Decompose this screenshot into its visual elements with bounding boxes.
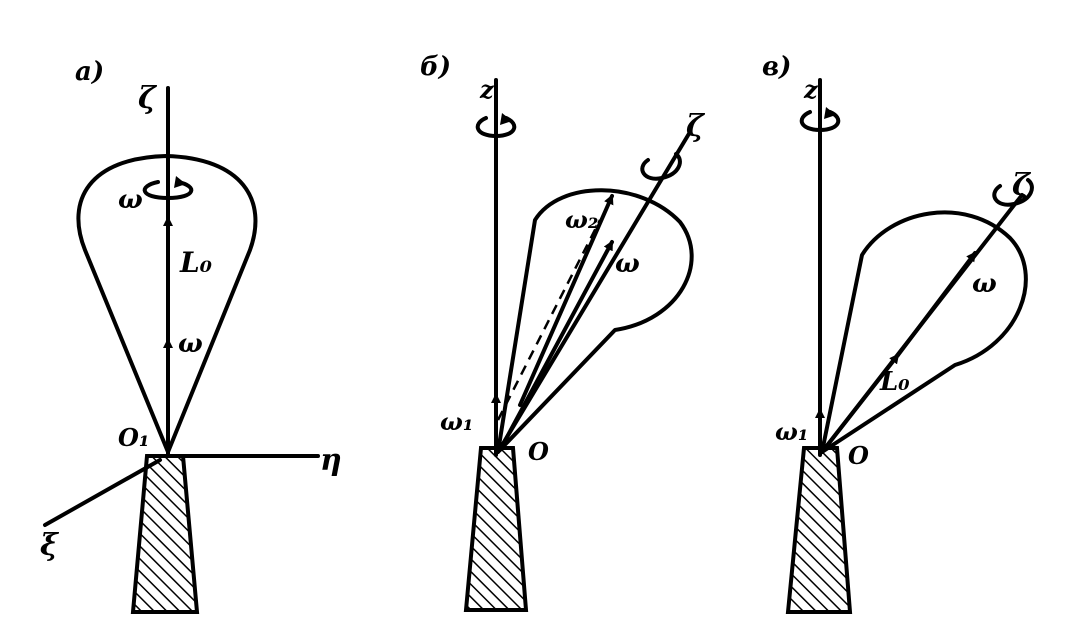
- zeta-axis-label: ζ: [1012, 168, 1032, 203]
- omega-label: ω: [972, 269, 997, 299]
- dashed-construction-line: [496, 219, 602, 421]
- omega-vector-label: ω: [178, 329, 203, 359]
- xi-axis-label: ξ: [40, 528, 60, 563]
- panel-b-label: б): [420, 52, 451, 82]
- omega1-label: ω₁: [775, 417, 808, 446]
- z-rotation-arrow-icon: [799, 110, 841, 132]
- eta-axis-label: η: [320, 443, 342, 478]
- point-O-label: O: [848, 441, 869, 470]
- gyroscope-body: [76, 154, 258, 454]
- omega-vector: [896, 251, 977, 357]
- z-rotation-arrowhead-icon: [824, 107, 836, 119]
- zeta-axis: [496, 130, 692, 454]
- zeta-axis-label: ζ: [138, 81, 158, 116]
- support-stand: [130, 454, 200, 614]
- omega2-label: ω₂: [565, 205, 598, 234]
- z-axis-label: z: [803, 75, 819, 104]
- support-stand: [785, 446, 853, 614]
- omega1-label: ω₁: [440, 407, 473, 436]
- omega-vector: [498, 240, 614, 452]
- xi-axis: [43, 458, 162, 527]
- z-rotation-arrow-icon: [475, 116, 517, 138]
- z-axis-label: z: [479, 75, 495, 104]
- panel-c-label: в): [762, 52, 791, 82]
- spin-omega-label: ω: [118, 185, 143, 215]
- point-O1-label: O₁: [118, 423, 149, 452]
- L0-label: L₀: [879, 367, 910, 397]
- gyroscope-body: [496, 188, 694, 454]
- gyroscope-body: [820, 210, 1028, 454]
- point-O-label: O: [528, 437, 549, 466]
- panel-b: б) z ζ ω₁ ω₂ ω O: [420, 52, 706, 612]
- zeta-axis-label: ζ: [686, 109, 706, 144]
- zeta-spin-arrow-icon: [640, 152, 682, 181]
- panel-a: a) ζ η ξ ω L₀ ω O₁: [40, 57, 342, 614]
- z-rotation-arrowhead-icon: [500, 113, 512, 125]
- omega-label: ω: [615, 249, 640, 279]
- panel-a-label: a): [75, 57, 104, 87]
- L0-label: L₀: [179, 246, 212, 279]
- zeta-spin-arrow-icon: [992, 178, 1034, 207]
- omega2-vector: [518, 194, 614, 407]
- support-stand: [463, 446, 529, 612]
- spin-arrowhead-icon: [174, 176, 186, 188]
- panel-c: в) z ζ ω₁ L₀ ω O: [762, 52, 1034, 614]
- L0-vector: [820, 353, 900, 454]
- spin-arrow-icon: [142, 180, 194, 200]
